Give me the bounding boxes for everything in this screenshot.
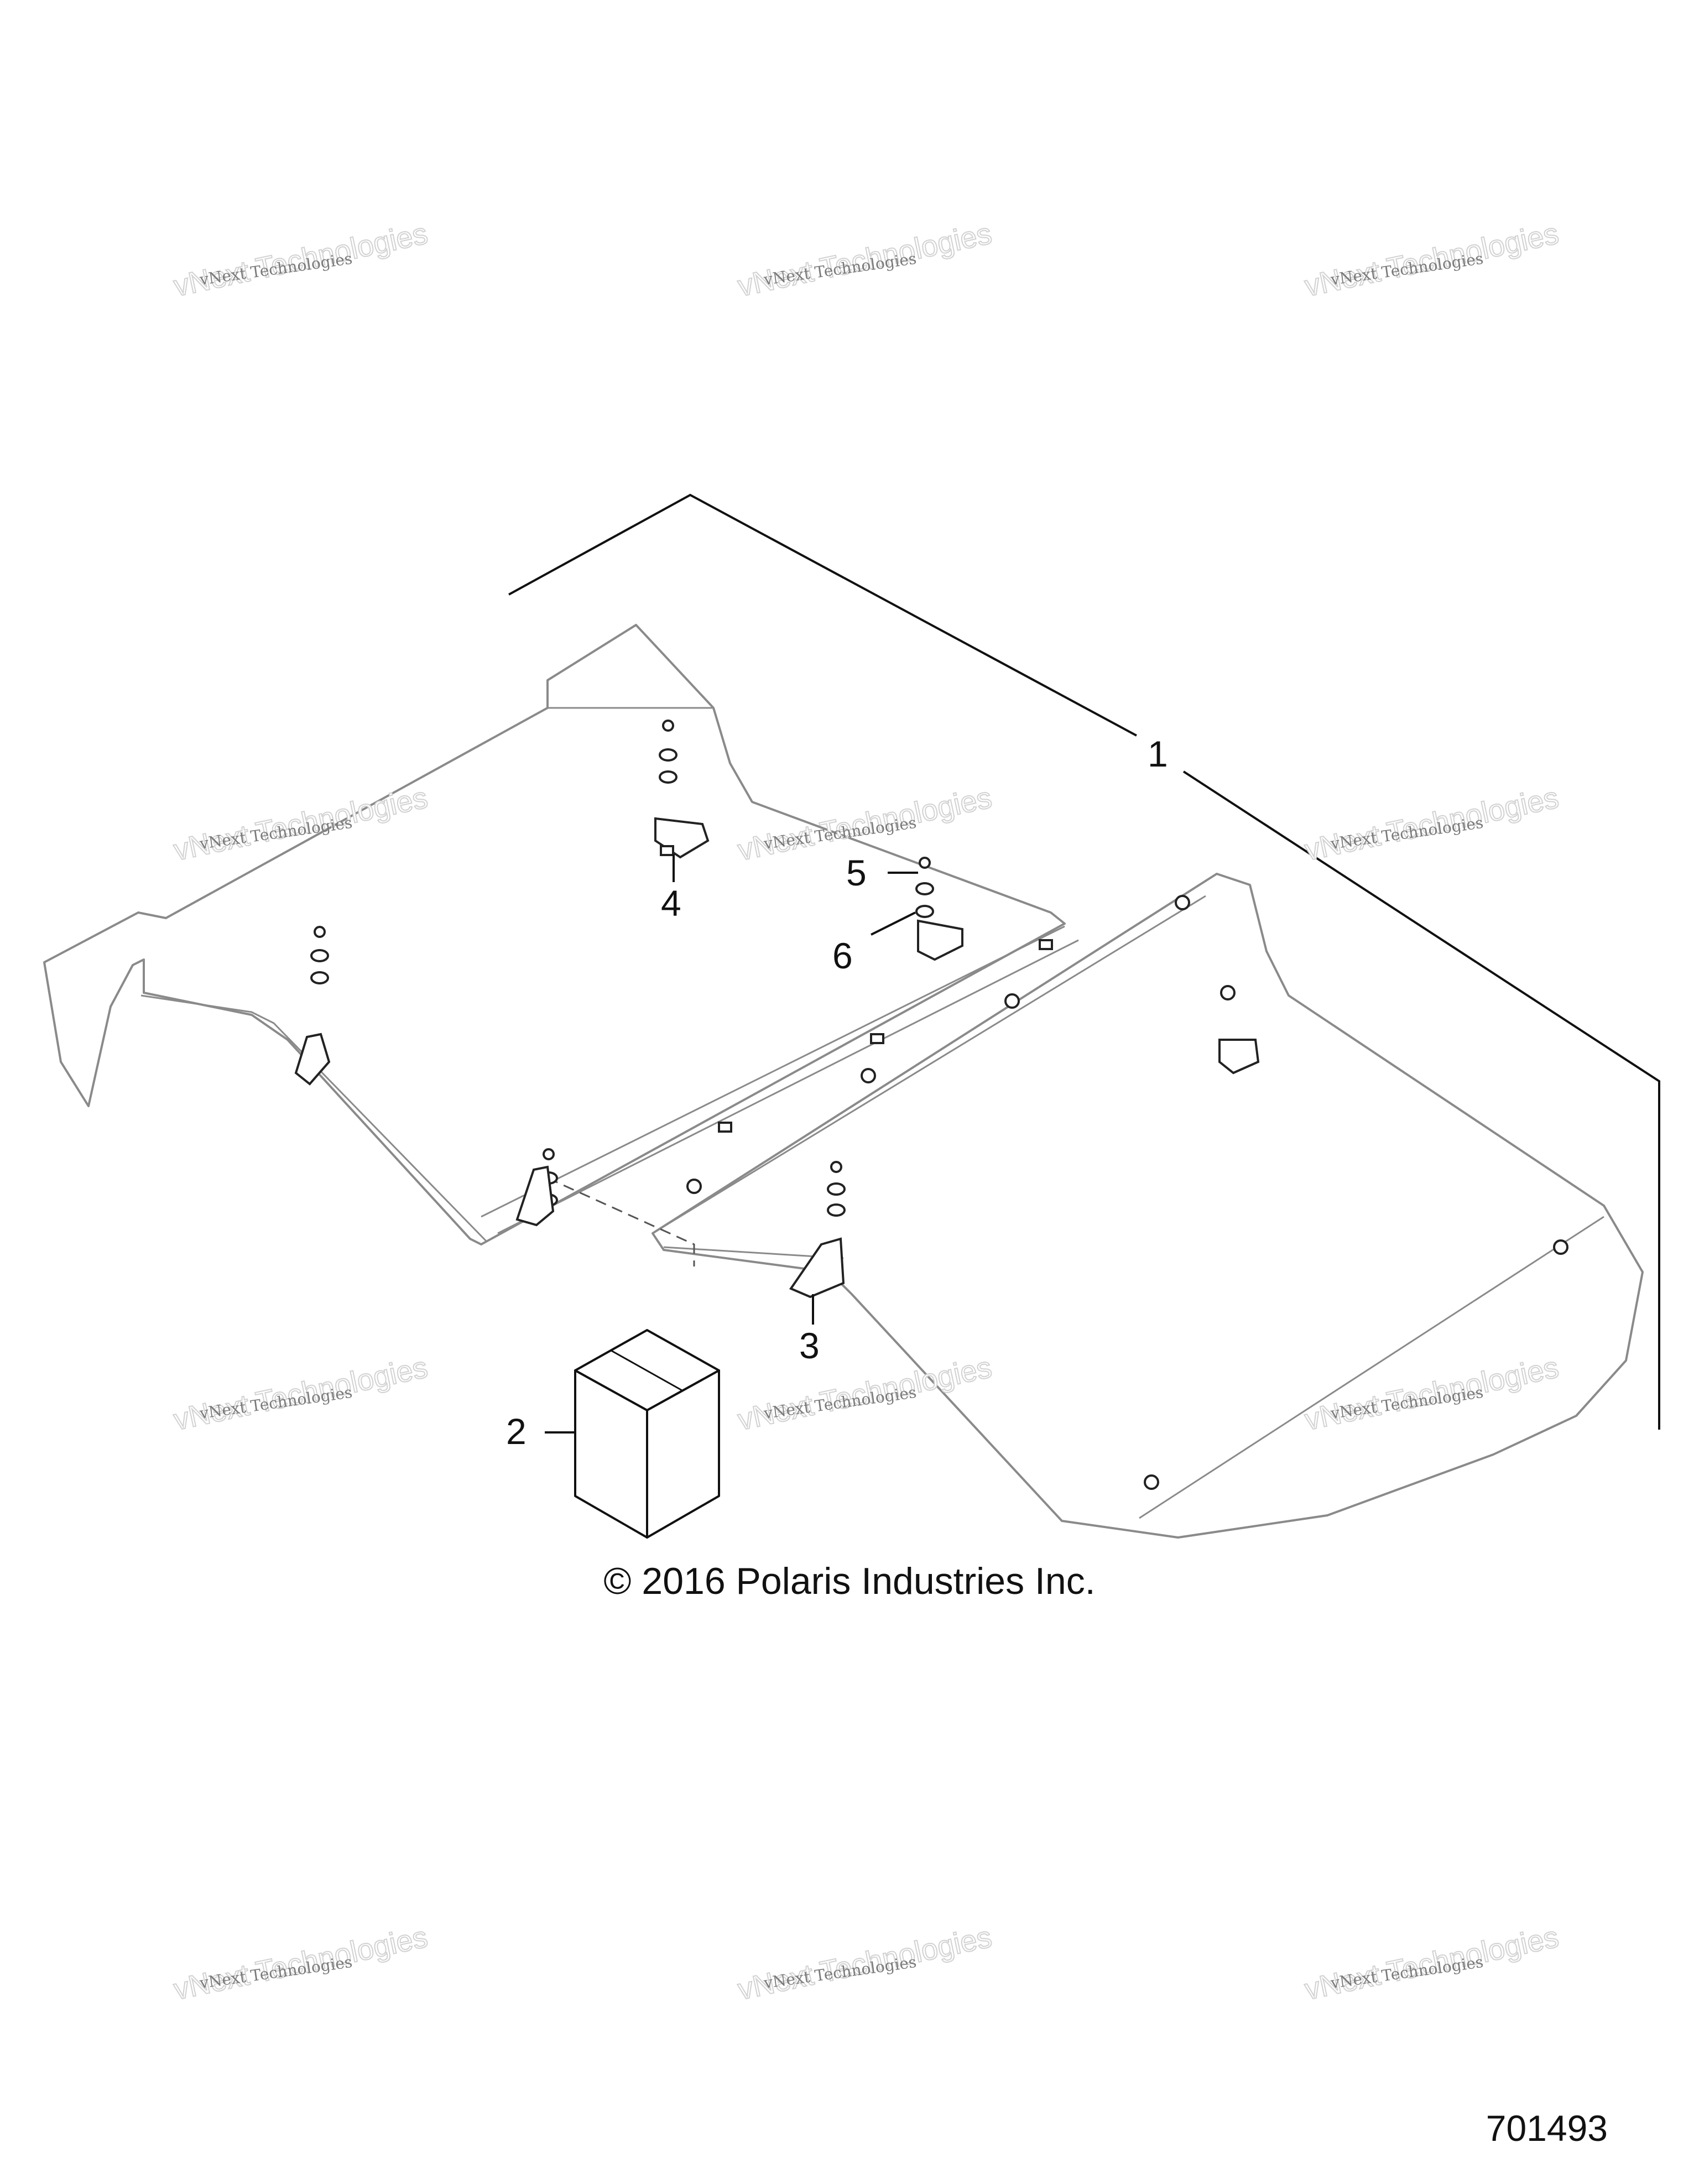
screw-stack-top — [659, 720, 677, 784]
watermark: vNext Technologies vNext Technologies — [170, 780, 431, 918]
callout-2[interactable]: 2 — [506, 1411, 527, 1452]
clip-nut — [718, 1122, 732, 1133]
clip-mid — [515, 1165, 555, 1227]
clip-callout-3 — [789, 1237, 845, 1299]
clip-nut — [870, 1033, 884, 1044]
watermark: vNext Technologies vNext Technologies — [1301, 1920, 1562, 2057]
screw-stack-callout-5-6 — [915, 857, 934, 918]
watermark: vNext Technologies vNext Technologies — [170, 216, 431, 354]
clip-nut — [1039, 939, 1053, 950]
diagram-number: 701493 — [1486, 2108, 1608, 2149]
leader-6 — [871, 911, 916, 936]
kit-box — [574, 1329, 720, 1539]
nut — [1175, 895, 1190, 910]
callout-1-bracket — [508, 493, 1660, 1430]
rear-panel-crease — [140, 994, 488, 1243]
watermark: vNext Technologies vNext Technologies — [170, 1920, 431, 2057]
front-floor-panel — [652, 873, 1644, 1539]
front-panel-crease — [1139, 1216, 1604, 1519]
nut — [861, 1068, 876, 1083]
watermark: vNext Technologies vNext Technologies — [734, 1350, 996, 1488]
watermark: vNext Technologies vNext Technologies — [1301, 216, 1562, 354]
watermark: vNext Technologies vNext Technologies — [1301, 780, 1562, 918]
clip-front-right — [1218, 1039, 1260, 1075]
watermark: vNext Technologies vNext Technologies — [734, 216, 996, 354]
nut — [1220, 985, 1236, 1000]
watermark: vNext Technologies vNext Technologies — [734, 1920, 996, 2057]
callout-6[interactable]: 6 — [832, 935, 853, 976]
clip-nut — [660, 845, 674, 856]
callout-5[interactable]: 5 — [846, 852, 867, 893]
watermark: vNext Technologies vNext Technologies — [1301, 1350, 1562, 1488]
clip-right-upper — [917, 919, 963, 961]
alignment-dashes — [547, 1177, 695, 1266]
clip-left — [294, 1033, 331, 1086]
nut — [1553, 1239, 1568, 1255]
screw-stack-bottom — [827, 1161, 846, 1217]
watermark: vNext Technologies vNext Technologies — [170, 1350, 431, 1488]
callout-4[interactable]: 4 — [661, 883, 681, 924]
nut — [686, 1179, 702, 1194]
callout-3[interactable]: 3 — [799, 1325, 820, 1366]
screw-stack-left — [310, 926, 329, 984]
joining-strip — [481, 895, 1206, 1234]
nut — [1004, 993, 1020, 1009]
callout-1[interactable]: 1 — [1148, 733, 1168, 774]
copyright-notice: © 2016 Polaris Industries Inc. — [603, 1560, 1096, 1602]
nut — [1144, 1474, 1159, 1490]
rear-floor-panel — [43, 624, 1066, 1245]
